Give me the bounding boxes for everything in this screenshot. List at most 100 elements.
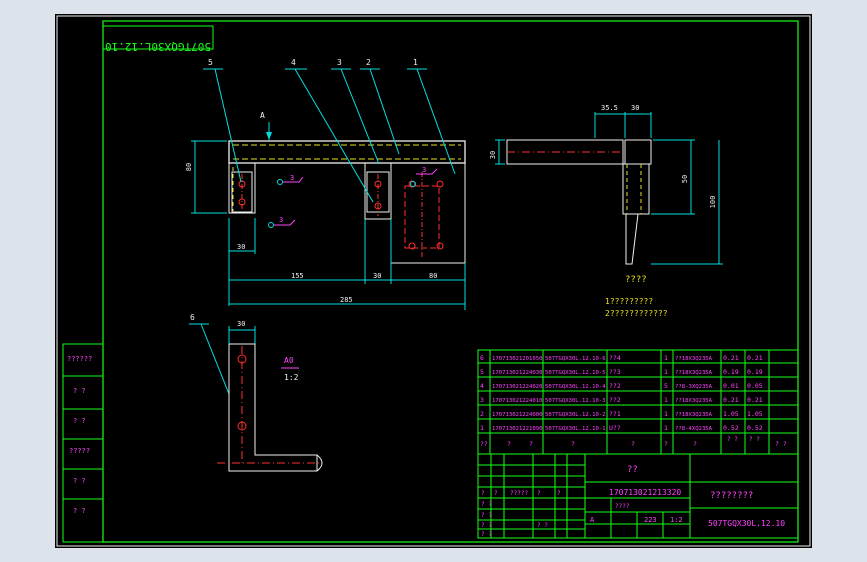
bom-cell-mat: ??18X3Q235A [675, 412, 713, 418]
bom-cell-w2: 0.52 [747, 424, 763, 432]
bom-cell-code: 170713021224030 [492, 370, 543, 376]
bom-header-code2: ? [529, 440, 533, 448]
bom-header-name: ? [631, 440, 635, 448]
bom-cell-part: 507TGQX30L.12.10-1 [545, 426, 606, 432]
tb-small-5: ? [557, 490, 561, 497]
bom-cell-w1: 0.21 [723, 354, 739, 362]
side-dim-top1: 35.5 [601, 104, 618, 112]
bom-cell-name: ??1 [609, 410, 621, 418]
bom-cell-no: 6 [480, 354, 484, 362]
drawing-sheet: 507TGQX30L.12.10 ?????? ? ? ? ? ????? ? … [55, 14, 812, 548]
weld-label-1: 3 [290, 174, 294, 182]
bom-cell-mat: ??8-3XQ235A [675, 384, 713, 390]
detail-dim-w30: 30 [237, 320, 245, 328]
title-weight: 223 [644, 516, 657, 524]
cad-canvas: 507TGQX30L.12.10 ?????? ? ? ? ? ????? ? … [56, 15, 811, 547]
bom-cell-mat: ??18X3Q235A [675, 356, 713, 362]
bom-cell-qty: 1 [664, 354, 668, 362]
side-label-1: ?????? [67, 355, 92, 363]
side-label-6: ? ? [73, 507, 86, 515]
bom-table [477, 349, 799, 455]
tb-small-4: ? [537, 490, 541, 497]
bom-cell-code: 170713021201050 [492, 356, 543, 362]
dim-w30b: 30 [373, 272, 381, 280]
outer-frame [56, 15, 811, 547]
bom-cell-name: ??3 [609, 368, 621, 376]
bom-cell-no: 5 [480, 368, 484, 376]
title-block: ?? 170713021213320 ???????? 507TGQX30L.1… [477, 453, 799, 539]
title-stage: A [590, 516, 595, 524]
side-view: 35.5 30 30 50 100 [489, 104, 723, 265]
side-label-2: ? ? [73, 387, 86, 395]
bom-cell-part: 507TGQX30L.12.10-5 [545, 370, 606, 376]
bom-cell-qty: 1 [664, 424, 668, 432]
bom-cell-code: 170713021221090 [492, 426, 543, 432]
bom-cell-code: 170713021224020 [492, 384, 543, 390]
weld-label-2: 3 [279, 216, 283, 224]
weld-label-3: 3 [422, 166, 426, 174]
tb-small-6: ???? [615, 503, 630, 510]
notes-title: ???? [625, 275, 647, 285]
dim-w80: 80 [429, 272, 437, 280]
bom-header-qty: ? [664, 440, 668, 448]
balloon-4: 4 [291, 58, 296, 67]
bom-header-w2: ? ? [749, 436, 760, 443]
bom-header-code: ? [507, 440, 511, 448]
front-dimensions: 80 30 155 30 80 285 [185, 140, 466, 310]
bom-cell-name: ??2 [609, 396, 621, 404]
bom-cell-part: 507TGQX30L.12.10-4 [545, 384, 606, 390]
bom-cell-qty: 5 [664, 382, 668, 390]
bom-cell-part: 507TGQX30L.12.10-6 [545, 356, 606, 362]
bom-cell-mat: ??18X3Q235A [675, 398, 713, 404]
bom-header-note: ? ? [775, 440, 787, 448]
side-dim-h1: 30 [489, 151, 497, 159]
balloon-1: 1 [413, 58, 418, 67]
balloon-2: 2 [366, 58, 371, 67]
bom-header-w1: ? ? [727, 436, 738, 443]
bom-cell-w2: 0.21 [747, 354, 763, 362]
side-dim-top2: 30 [631, 104, 639, 112]
left-side-table: ?????? ? ? ? ? ????? ? ? ? ? [62, 343, 104, 543]
side-dim-h3: 100 [709, 196, 717, 209]
side-label-4: ????? [69, 447, 90, 455]
view-marker: A [260, 111, 272, 140]
dim-w30: 30 [237, 243, 245, 251]
bom-cell-part: 507TGQX30L.12.10-3 [545, 398, 606, 404]
bom-cell-no: 1 [480, 424, 484, 432]
balloon-leaders: 5 4 3 2 1 [203, 58, 456, 203]
side-label-5: ? ? [73, 477, 86, 485]
tb-small-7: ? ? [481, 501, 492, 508]
title-code: 170713021213320 [609, 488, 681, 497]
view-marker-label: A [260, 111, 265, 120]
bom-cell-w1: 0.52 [723, 424, 739, 432]
bom-cell-w2: 0.05 [747, 382, 763, 390]
bom-cell-no: 3 [480, 396, 484, 404]
detail-view: 6 30 A0 1:2 [189, 313, 323, 472]
side-dim-h2: 50 [681, 175, 689, 183]
tb-small-9: ? ? [481, 522, 492, 529]
bom-cell-no: 2 [480, 410, 484, 418]
bom-header-mat: ? [693, 440, 697, 448]
title-name: ?? [627, 465, 638, 475]
bom-cell-w1: 1.05 [723, 410, 739, 418]
bom-header-no: ?? [480, 440, 488, 448]
notes-line-2: 2???????????? [605, 309, 668, 318]
bom-cell-w2: 0.21 [747, 396, 763, 404]
bom-cell-name: ??4 [609, 354, 621, 362]
dim-w155: 155 [291, 272, 304, 280]
bom-cell-mat: ??18X3Q235A [675, 370, 713, 376]
tb-small-3: ????? [510, 490, 528, 497]
title-company: ???????? [710, 491, 753, 501]
notes-line-1: 1????????? [605, 297, 653, 306]
code-box: 507TGQX30L.12.10 [102, 25, 214, 53]
bom-cell-mat: ??8-4XQ235A [675, 426, 713, 432]
bom-header-part: ? [571, 440, 575, 448]
balloon-3: 3 [337, 58, 342, 67]
side-label-3: ? ? [73, 417, 86, 425]
tb-small-1: ? [481, 490, 485, 497]
notes: ???? 1????????? 2???????????? [605, 275, 668, 318]
bom-cell-part: 507TGQX30L.12.10-2 [545, 412, 606, 418]
balloon-5: 5 [208, 58, 213, 67]
bom-cell-qty: 1 [664, 368, 668, 376]
